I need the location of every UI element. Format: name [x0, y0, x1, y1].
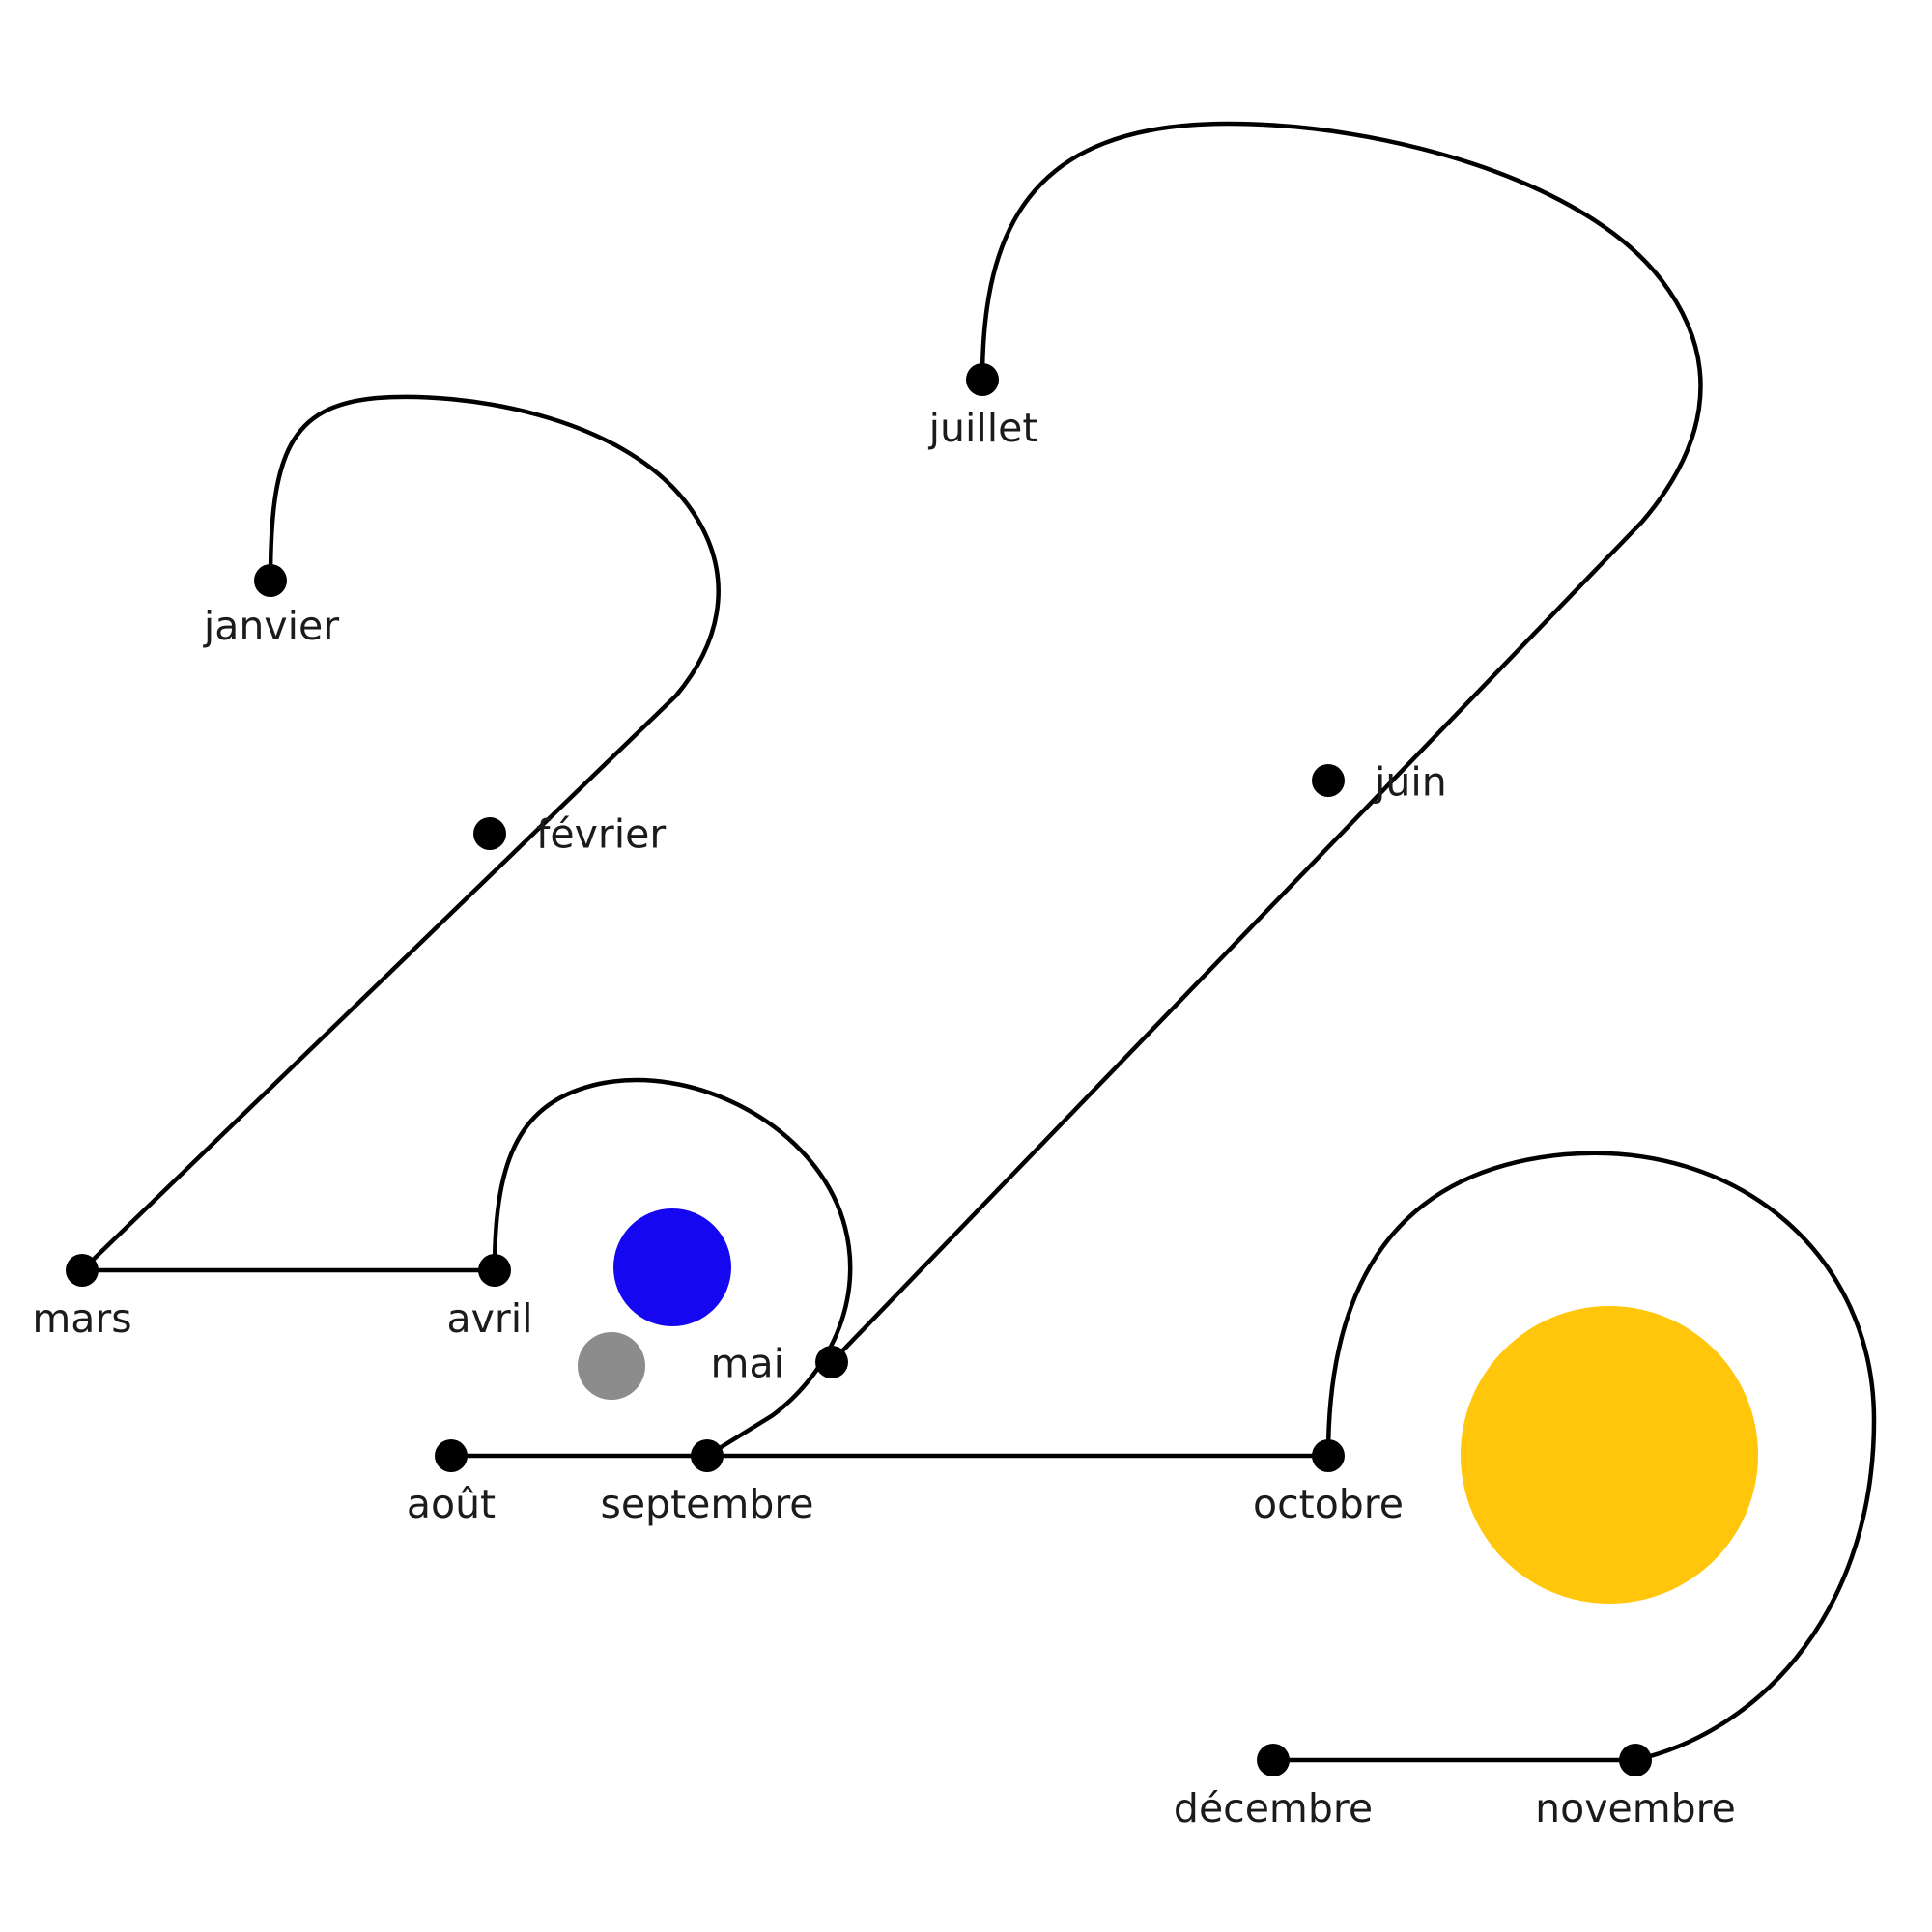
connector-paths	[79, 121, 1877, 1763]
node-mai[interactable]	[815, 1346, 848, 1378]
node-mars[interactable]	[66, 1254, 99, 1287]
grey-circle	[578, 1332, 645, 1400]
node-aout[interactable]	[435, 1439, 468, 1472]
label-juin: juin	[1375, 758, 1447, 806]
node-septembre[interactable]	[691, 1439, 724, 1472]
label-octobre: octobre	[1253, 1481, 1404, 1527]
label-novembre: novembre	[1535, 1785, 1736, 1832]
connector-strand-b	[829, 121, 1703, 1365]
connector-strand-f	[1325, 1151, 1877, 1763]
node-decembre[interactable]	[1257, 1744, 1290, 1776]
label-decembre: décembre	[1173, 1785, 1374, 1832]
label-mai: mai	[710, 1340, 784, 1387]
label-aout: août	[406, 1481, 497, 1527]
yellow-circle	[1461, 1306, 1758, 1604]
node-fevrier[interactable]	[473, 817, 506, 850]
node-novembre[interactable]	[1619, 1744, 1652, 1776]
label-mars: mars	[32, 1295, 132, 1342]
connector-strand-d	[492, 1077, 853, 1459]
label-janvier: janvier	[203, 603, 340, 649]
node-juillet[interactable]	[966, 363, 999, 396]
label-septembre: septembre	[600, 1481, 814, 1527]
blue-circle	[613, 1208, 731, 1326]
month-nodes	[66, 363, 1652, 1776]
celestial-circles	[578, 1208, 1758, 1604]
connector-strand-a	[79, 394, 721, 1273]
label-avril: avril	[446, 1295, 533, 1342]
node-octobre[interactable]	[1312, 1439, 1345, 1472]
node-juin[interactable]	[1312, 764, 1345, 797]
node-avril[interactable]	[478, 1254, 511, 1287]
node-janvier[interactable]	[254, 564, 287, 597]
label-juillet: juillet	[928, 405, 1038, 451]
label-fevrier: février	[536, 810, 667, 858]
